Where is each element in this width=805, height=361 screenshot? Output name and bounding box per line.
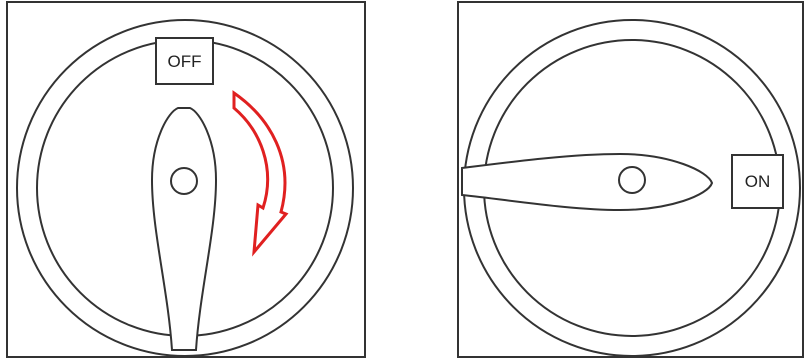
handle-pivot <box>619 167 645 193</box>
rotary-switch-on-diagram: ON <box>450 0 805 361</box>
on-label: ON <box>745 172 771 191</box>
switch-panel-off: OFF <box>0 0 380 361</box>
clockwise-arrow-icon <box>234 93 286 252</box>
handle-pivot <box>171 168 197 194</box>
switch-panel-on: ON <box>450 0 805 361</box>
switch-handle <box>462 154 712 210</box>
switch-handle <box>152 108 216 350</box>
rotary-switch-off-diagram: OFF <box>0 0 380 361</box>
off-label: OFF <box>168 52 202 71</box>
